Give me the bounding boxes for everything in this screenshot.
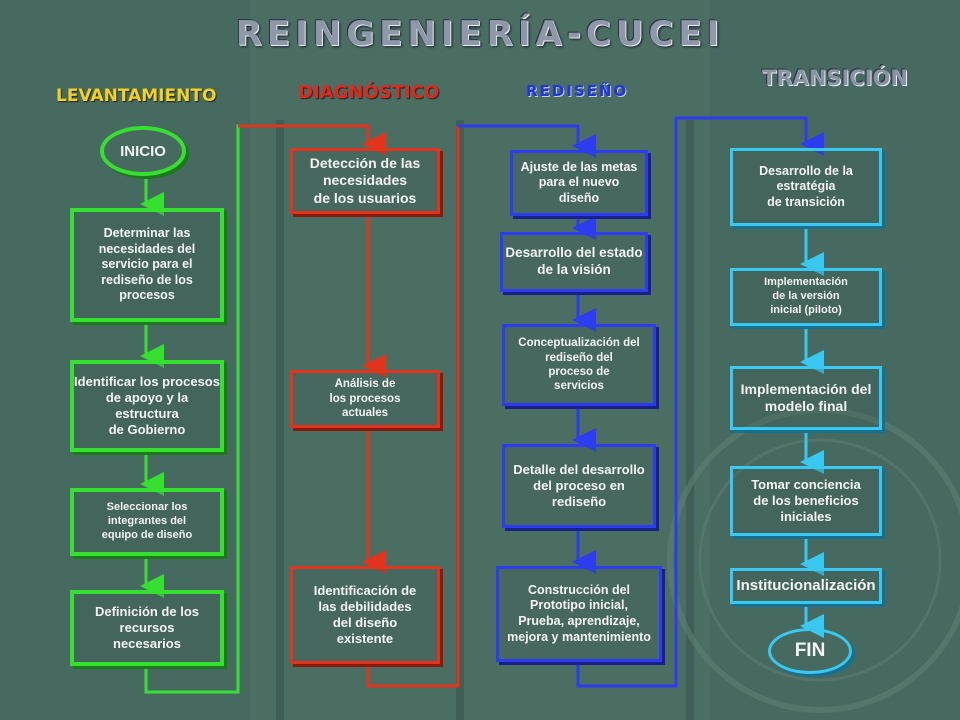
step-label: Tomar conciencia de los beneficios inici… (751, 476, 861, 525)
step-label: Ajuste de las metas para el nuevo diseño (520, 159, 638, 205)
step-label: Identificar los procesos de apoyo y la e… (74, 373, 220, 438)
step-identificar-procesos: Identificar los procesos de apoyo y la e… (70, 360, 224, 452)
step-construccion-prototipo: Construcción del Prototipo inicial, Prue… (496, 566, 662, 662)
step-label: Detección de las necesidades de los usua… (309, 154, 421, 206)
step-label: Desarrollo de la estratégia de transició… (759, 163, 853, 209)
step-label: Detalle del desarrollo del proceso en re… (513, 461, 645, 510)
step-label: Análisis de los procesos actuales (329, 378, 401, 420)
step-ajuste-metas: Ajuste de las metas para el nuevo diseño (510, 150, 648, 216)
step-label: Conceptualización del rediseño del proce… (518, 337, 640, 393)
step-label: Determinar las necesidades del servicio … (98, 225, 196, 303)
step-determinar-necesidades: Determinar las necesidades del servicio … (70, 208, 224, 322)
step-tomar-conciencia: Tomar conciencia de los beneficios inici… (730, 466, 882, 536)
start-label: INICIO (120, 142, 166, 160)
step-deteccion-necesidades: Detección de las necesidades de los usua… (290, 148, 440, 214)
step-detalle-desarrollo: Detalle del desarrollo del proceso en re… (502, 444, 656, 528)
end-label: FIN (794, 640, 826, 661)
step-definicion-recursos: Definición de los recursos necesarios (70, 590, 224, 666)
step-label: Seleccionar los integrantes del equipo d… (101, 501, 193, 541)
phase-heading-diagnostico: DIAGNÓSTICO (298, 82, 440, 103)
step-label: Construcción del Prototipo inicial, Prue… (507, 582, 651, 644)
step-conceptualizacion-rediseno: Conceptualización del rediseño del proce… (502, 324, 656, 406)
step-seleccionar-integrantes: Seleccionar los integrantes del equipo d… (70, 488, 224, 556)
step-analisis-procesos: Análisis de los procesos actuales (290, 370, 440, 428)
step-desarrollo-vision: Desarrollo del estado de la visión (500, 232, 648, 292)
step-desarrollo-estrategia: Desarrollo de la estratégia de transició… (730, 148, 882, 226)
step-implementacion-modelo-final: Implementación del modelo final (730, 366, 882, 430)
step-label: Implementación de la versión inicial (pi… (764, 276, 848, 316)
step-implementacion-piloto: Implementación de la versión inicial (pi… (730, 268, 882, 326)
phase-heading-transicion: TRANSICIÓN (762, 66, 908, 90)
step-label: Definición de los recursos necesarios (94, 603, 199, 652)
phase-heading-rediseno: REDISEÑO (526, 82, 629, 100)
diagram-title: REINGENIERÍA-CUCEI (235, 14, 725, 54)
start-node: INICIO (100, 126, 186, 176)
phase-heading-levantamiento: LEVANTAMIENTO (56, 86, 217, 106)
step-identificacion-debilidades: Identificación de las debilidades del di… (290, 566, 440, 664)
step-label: Identificación de las debilidades del di… (313, 582, 417, 647)
end-node: FIN (768, 628, 852, 674)
step-label: Desarrollo del estado de la visión (505, 245, 643, 277)
step-label: Institucionalización (736, 576, 876, 594)
step-label: Implementación del modelo final (740, 380, 872, 415)
step-institucionalizacion: Institucionalización (730, 568, 882, 604)
